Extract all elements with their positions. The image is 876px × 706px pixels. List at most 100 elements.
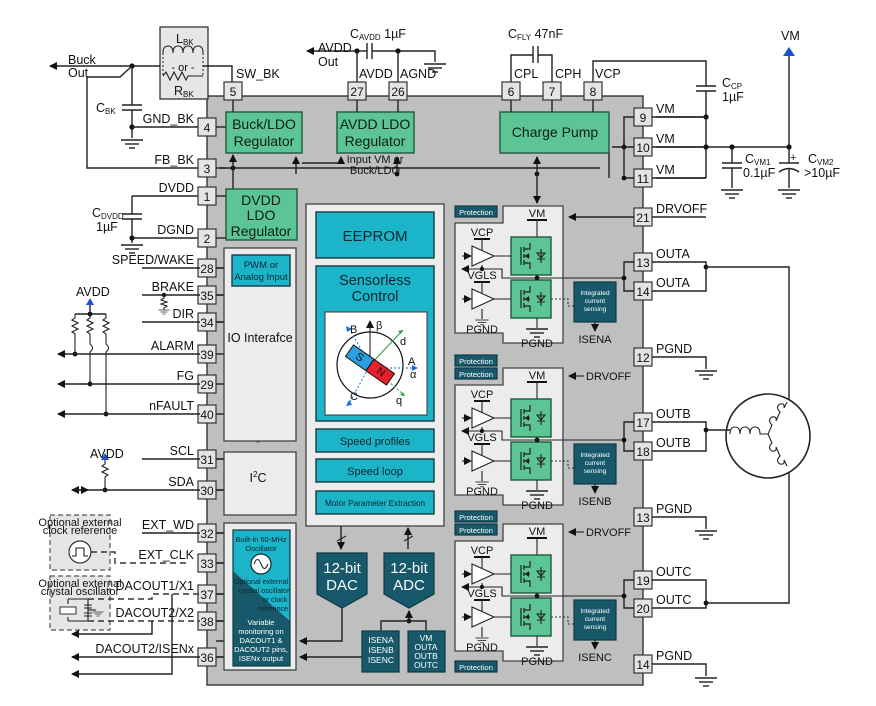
svg-text:Sensorless: Sensorless	[339, 273, 411, 289]
pin-label: FG	[177, 369, 194, 383]
svg-text:Variable: Variable	[248, 618, 275, 627]
pin-29[interactable]: 29 FG	[177, 369, 226, 394]
svg-text:or clock: or clock	[263, 595, 288, 604]
svg-text:LDO: LDO	[247, 207, 276, 223]
svg-text:β: β	[376, 320, 382, 332]
pin-label: OUTC	[656, 565, 691, 579]
svg-text:Regulator: Regulator	[345, 133, 406, 149]
avdd-network: AVDD Out CAVDD 1µF	[306, 27, 447, 82]
pwm-analog-input-block	[231, 254, 291, 287]
pin-label: EXT_CLK	[138, 548, 194, 562]
svg-text:PGND: PGND	[466, 642, 498, 654]
cbk-label: CBK	[96, 101, 116, 116]
svg-text:VGLS: VGLS	[467, 270, 496, 282]
svg-text:Protection: Protection	[459, 208, 493, 217]
svg-text:DRVOFF: DRVOFF	[586, 371, 631, 383]
buck-ldo-regulator	[225, 111, 303, 154]
rbk-label: RBK	[174, 84, 194, 99]
speed-loop-block	[315, 458, 435, 483]
svg-text:Oscillator: Oscillator	[245, 544, 277, 553]
svg-text:39: 39	[200, 348, 214, 362]
svg-text:12-bit: 12-bit	[323, 560, 361, 577]
svg-text:CVM1: CVM1	[745, 152, 771, 167]
svg-text:VM: VM	[420, 633, 433, 643]
pin-label: OUTB	[656, 436, 691, 450]
svg-text:- or -: - or -	[171, 62, 195, 74]
svg-text:PGND: PGND	[466, 324, 498, 336]
pin-34[interactable]: 34 DIR	[172, 307, 226, 332]
protection-badge	[454, 660, 498, 673]
high-side-fet	[510, 398, 552, 438]
svg-text:DVDD: DVDD	[241, 192, 281, 208]
svg-text:PGND: PGND	[466, 486, 498, 498]
pin-label: DIR	[172, 307, 194, 321]
pin-label: OUTA	[656, 276, 690, 290]
svg-text:IO Interafce: IO Interafce	[227, 331, 292, 345]
svg-text:Buck/LDO: Buck/LDO	[350, 165, 401, 177]
svg-text:PGND: PGND	[521, 338, 553, 350]
pullup-resistor-icon	[70, 314, 80, 353]
protection-badge	[454, 205, 498, 218]
pin-30[interactable]: 30 SDA	[168, 475, 226, 500]
svg-text:29: 29	[200, 378, 214, 392]
svg-text:12-bit: 12-bit	[390, 560, 428, 577]
motor-icon	[725, 393, 811, 479]
svg-text:Input VM or: Input VM or	[347, 154, 404, 166]
svg-text:Speed profiles: Speed profiles	[340, 436, 411, 448]
clock-pulse-icon	[68, 540, 92, 564]
svg-text:DRVOFF: DRVOFF	[586, 527, 631, 539]
gate-driver-amp-icon	[471, 245, 496, 267]
svg-text:Motor Parameter Extraction: Motor Parameter Extraction	[325, 499, 426, 508]
svg-text:AGND: AGND	[400, 67, 436, 81]
svg-text:17: 17	[636, 416, 650, 430]
svg-text:7: 7	[549, 85, 556, 99]
high-side-fet	[510, 236, 552, 276]
dvdd-ldo-regulator	[225, 188, 298, 241]
io-external-network: AVDD AVDD Optional external clock refere…	[38, 267, 200, 678]
svg-text:1: 1	[204, 190, 211, 204]
svg-text:27: 27	[350, 85, 364, 99]
svg-text:sensing: sensing	[584, 468, 607, 475]
svg-text:Regulator: Regulator	[231, 223, 292, 239]
pin-label: DACOUT1/X1	[116, 579, 195, 593]
protection-badge	[454, 354, 498, 367]
oscillator-block	[233, 530, 290, 621]
gate-driver-amp-icon	[471, 450, 496, 472]
svg-text:3: 3	[204, 162, 211, 176]
pin-label: SDA	[168, 475, 194, 489]
svg-text:30: 30	[200, 484, 214, 498]
i2c-label: I2C	[250, 470, 267, 485]
svg-text:12: 12	[636, 351, 650, 365]
gate-driver-amp-icon	[471, 606, 496, 628]
svg-text:VCP: VCP	[471, 545, 494, 557]
pin-3[interactable]: 3FB_BK	[154, 153, 226, 178]
svg-text:Out: Out	[68, 66, 89, 80]
buck-output-network: LBK - or - RBK Buck Out CBK	[49, 26, 233, 169]
svg-text:ISENC: ISENC	[578, 652, 612, 664]
svg-text:DACOUT2 pins,: DACOUT2 pins,	[234, 645, 288, 654]
svg-text:34: 34	[200, 316, 214, 330]
svg-text:ISENC: ISENC	[368, 655, 394, 665]
protection-badge	[454, 510, 498, 523]
svg-text:9: 9	[640, 111, 647, 125]
svg-text:13: 13	[636, 256, 650, 270]
